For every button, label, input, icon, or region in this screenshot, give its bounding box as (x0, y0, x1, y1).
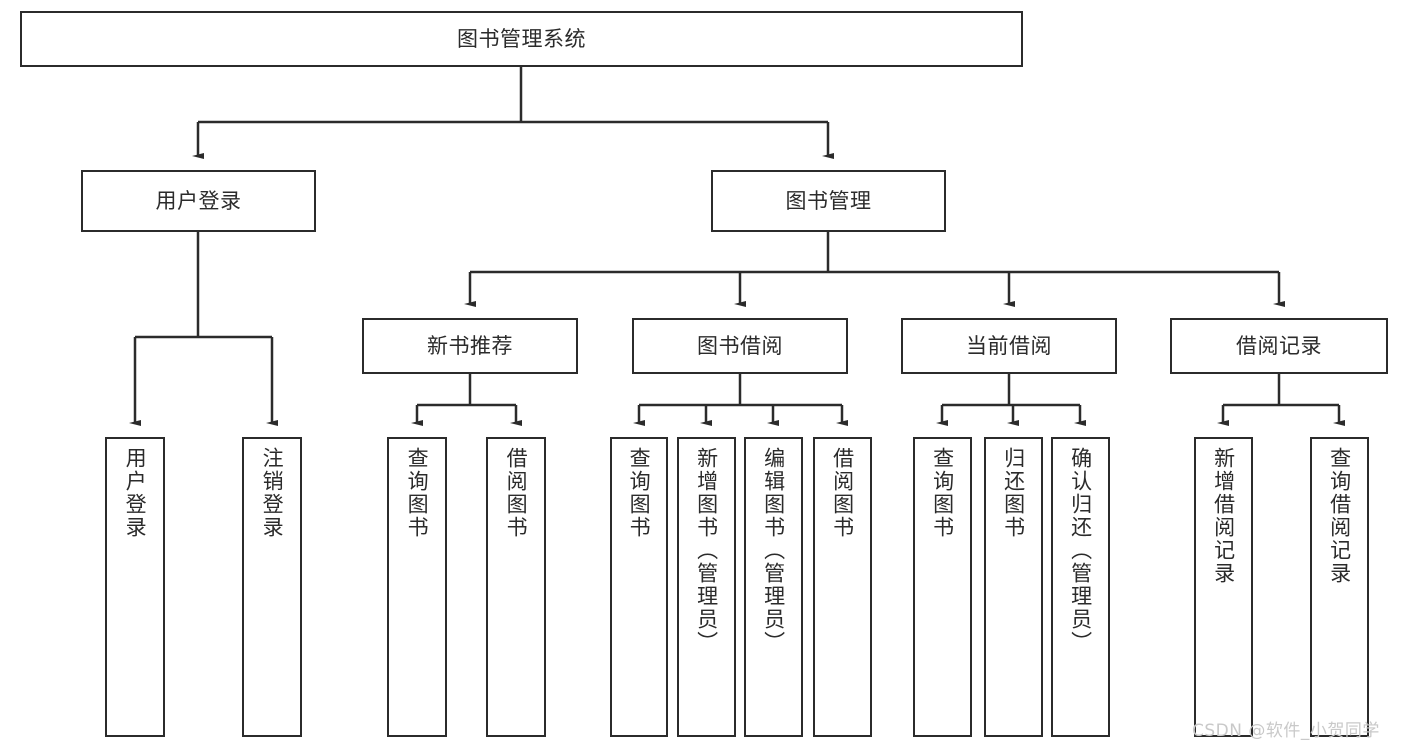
node-root: 图书管理系统 (20, 11, 1023, 67)
node-label: 查询借阅记录 (1327, 447, 1352, 585)
node-label: 图书借阅 (697, 333, 783, 358)
node-leaf-query-record: 查询借阅记录 (1310, 437, 1369, 737)
node-label: 注销登录 (260, 447, 285, 539)
node-leaf-add-book: 新增图书（管理员） (677, 437, 736, 737)
node-user-login: 用户登录 (81, 170, 316, 232)
node-label: 归还图书 (1001, 447, 1026, 539)
node-label: 用户登录 (155, 188, 242, 213)
node-leaf-user-login: 用户登录 (105, 437, 165, 737)
node-leaf-confirm-return: 确认归还（管理员） (1051, 437, 1110, 737)
csdn-watermark: CSDN @软件_小贺同学 (1192, 721, 1380, 741)
node-label: 借阅记录 (1236, 333, 1322, 358)
node-label: 借阅图书 (504, 447, 529, 539)
node-label: 查询图书 (405, 447, 430, 539)
node-label: 图书管理 (785, 188, 872, 213)
node-current-borrow: 当前借阅 (901, 318, 1117, 374)
node-leaf-user-logout: 注销登录 (242, 437, 302, 737)
node-leaf-query-book-3: 查询图书 (913, 437, 972, 737)
node-leaf-return-book: 归还图书 (984, 437, 1043, 737)
node-label: 编辑图书（管理员） (761, 447, 786, 654)
node-book-manage: 图书管理 (711, 170, 946, 232)
node-borrow-record: 借阅记录 (1170, 318, 1388, 374)
node-leaf-edit-book: 编辑图书（管理员） (744, 437, 803, 737)
node-label: 新增借阅记录 (1211, 447, 1236, 585)
node-label: 新增图书（管理员） (694, 447, 719, 654)
node-label: 借阅图书 (830, 447, 855, 539)
node-label: 用户登录 (123, 447, 148, 539)
node-label: 查询图书 (930, 447, 955, 539)
node-leaf-query-book-1: 查询图书 (387, 437, 447, 737)
node-label: 查询图书 (627, 447, 652, 539)
node-label: 图书管理系统 (457, 26, 586, 51)
node-label: 新书推荐 (427, 333, 513, 358)
node-leaf-borrow-book-2: 借阅图书 (813, 437, 872, 737)
node-leaf-add-record: 新增借阅记录 (1194, 437, 1253, 737)
node-new-book-rec: 新书推荐 (362, 318, 578, 374)
node-leaf-borrow-book-1: 借阅图书 (486, 437, 546, 737)
node-label: 确认归还（管理员） (1068, 447, 1093, 654)
node-book-borrow: 图书借阅 (632, 318, 848, 374)
node-leaf-query-book-2: 查询图书 (610, 437, 668, 737)
node-label: 当前借阅 (966, 333, 1052, 358)
